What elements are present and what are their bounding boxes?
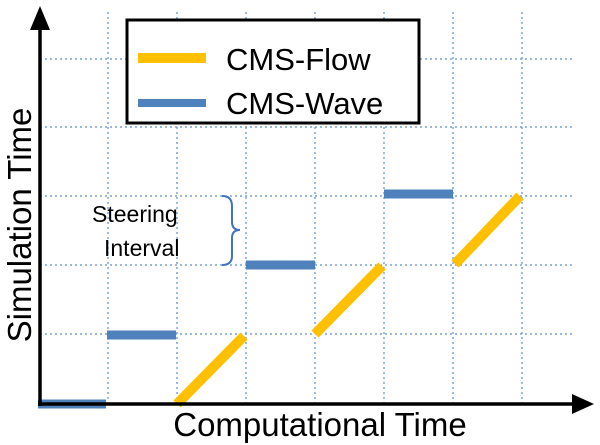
x-axis-arrow-icon bbox=[572, 394, 594, 414]
axes bbox=[30, 6, 594, 414]
y-axis-label: Simulation Time bbox=[1, 108, 38, 343]
y-axis-arrow-icon bbox=[30, 6, 50, 30]
flow-segment bbox=[173, 332, 248, 408]
x-axis-label: Computational Time bbox=[173, 406, 466, 443]
horizontal-grid bbox=[40, 58, 575, 335]
annotation-line-1: Steering bbox=[92, 201, 178, 227]
flow-segment bbox=[311, 262, 386, 338]
annotation-line-2: Interval bbox=[104, 235, 179, 261]
brace-icon bbox=[221, 195, 241, 266]
legend-label-wave: CMS-Wave bbox=[226, 86, 383, 121]
steering-annotation: Steering Interval bbox=[92, 195, 241, 266]
legend: CMS-Flow CMS-Wave bbox=[125, 18, 421, 125]
flow-segments bbox=[173, 192, 524, 408]
flow-segment bbox=[451, 192, 524, 268]
legend-label-flow: CMS-Flow bbox=[226, 42, 371, 77]
